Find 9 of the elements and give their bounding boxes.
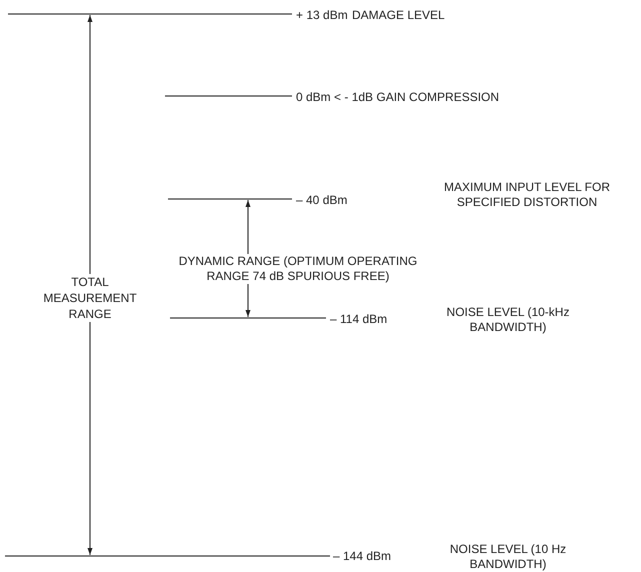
level-description: MAXIMUM INPUT LEVEL FOR SPECIFIED DISTORTION [442, 180, 612, 210]
level-value: + 13 dBm [296, 7, 348, 24]
level-value: – 144 dBm [333, 548, 392, 565]
level-description: NOISE LEVEL (10 Hz BANDWIDTH) [448, 542, 568, 572]
level-description: NOISE LEVEL (10-kHz BANDWIDTH) [446, 305, 570, 335]
level-description: DAMAGE LEVEL [352, 7, 445, 24]
level-value: – 114 dBm [330, 311, 388, 328]
level-value: – 40 dBm [296, 192, 348, 209]
level-value: 0 dBm < - 1dB GAIN COMPRESSION [296, 89, 500, 106]
